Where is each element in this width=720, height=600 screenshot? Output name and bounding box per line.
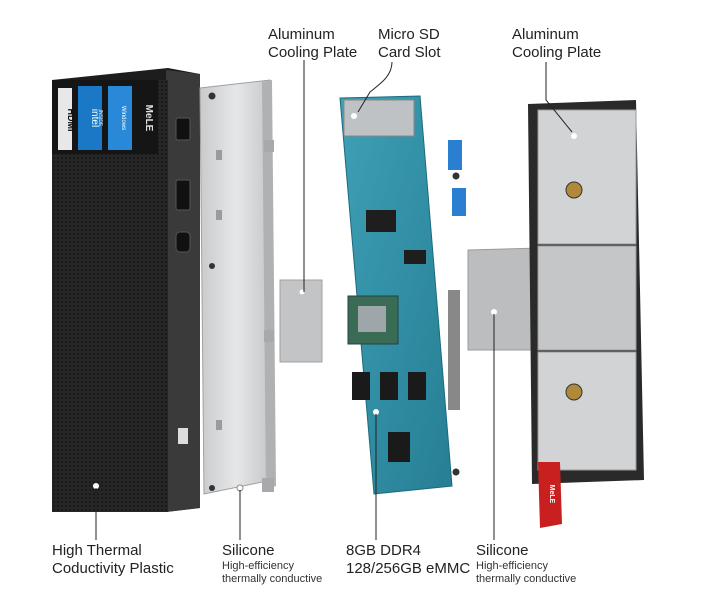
callout-sd-slot: Micro SD Card Slot xyxy=(378,26,441,62)
pull-strap: MeLE xyxy=(538,462,562,528)
svg-text:MeLE: MeLE xyxy=(548,485,555,504)
callout-cooling-plate-right: Aluminum Cooling Plate xyxy=(512,26,601,62)
callout-line1: Aluminum xyxy=(512,26,579,43)
plastic-case xyxy=(52,68,200,512)
windows-badge: Windows xyxy=(108,86,132,150)
callout-dot-sd xyxy=(351,113,357,119)
hdmi-logo: HDMI xyxy=(58,88,76,150)
callout-memory: 8GB DDR4 128/256GB eMMC xyxy=(346,542,470,578)
callout-silicone-right: Silicone High-efficiency thermally condu… xyxy=(476,542,576,586)
callout-line2: Cooling Plate xyxy=(512,44,602,61)
svg-text:MeLE: MeLE xyxy=(143,105,154,132)
callout-sub2: thermally conductive xyxy=(222,573,323,585)
callout-dot-memory xyxy=(373,409,379,415)
callout-silicone-left: Silicone High-efficiency thermally condu… xyxy=(222,542,322,586)
screws xyxy=(208,92,460,476)
silicone-pad-right xyxy=(467,247,541,351)
cpu-chip xyxy=(347,295,399,345)
ram-chips xyxy=(352,372,426,462)
mele-logo: MeLE xyxy=(143,105,154,132)
callout-sub1: High-efficiency xyxy=(222,560,294,572)
callout-sub2: thermally conductive xyxy=(476,573,577,585)
svg-text:Windows: Windows xyxy=(120,106,126,130)
callout-lines xyxy=(95,60,573,540)
intel-inside-badge: intel INSIDE xyxy=(78,86,103,150)
callout-line1: Micro SD xyxy=(378,26,440,43)
callout-sub1: High-efficiency xyxy=(476,560,548,572)
callout-dot-plastic xyxy=(93,483,99,489)
svg-text:INSIDE: INSIDE xyxy=(97,110,103,127)
callout-cooling-plate-left: Aluminum Cooling Plate xyxy=(268,26,357,62)
callout-line1: High Thermal xyxy=(52,542,142,559)
hdmi-text: HDMI xyxy=(66,109,76,132)
callout-title: Silicone xyxy=(222,542,275,559)
right-chassis xyxy=(528,100,644,484)
callout-line2: Coductivity Plastic xyxy=(52,560,174,577)
silicone-pad-left xyxy=(279,279,323,363)
callout-line2: Card Slot xyxy=(378,44,441,61)
cooling-plate-left xyxy=(199,79,276,495)
callout-line1: Aluminum xyxy=(268,26,335,43)
svg-text:intel: intel xyxy=(89,109,100,127)
callout-line2: Cooling Plate xyxy=(268,44,358,61)
pcb-board xyxy=(339,95,466,495)
callout-line1: 8GB DDR4 xyxy=(346,542,422,559)
callout-line2: 128/256GB eMMC xyxy=(346,560,471,577)
callout-plastic: High Thermal Coductivity Plastic xyxy=(52,542,174,578)
callout-title: Silicone xyxy=(476,542,529,559)
